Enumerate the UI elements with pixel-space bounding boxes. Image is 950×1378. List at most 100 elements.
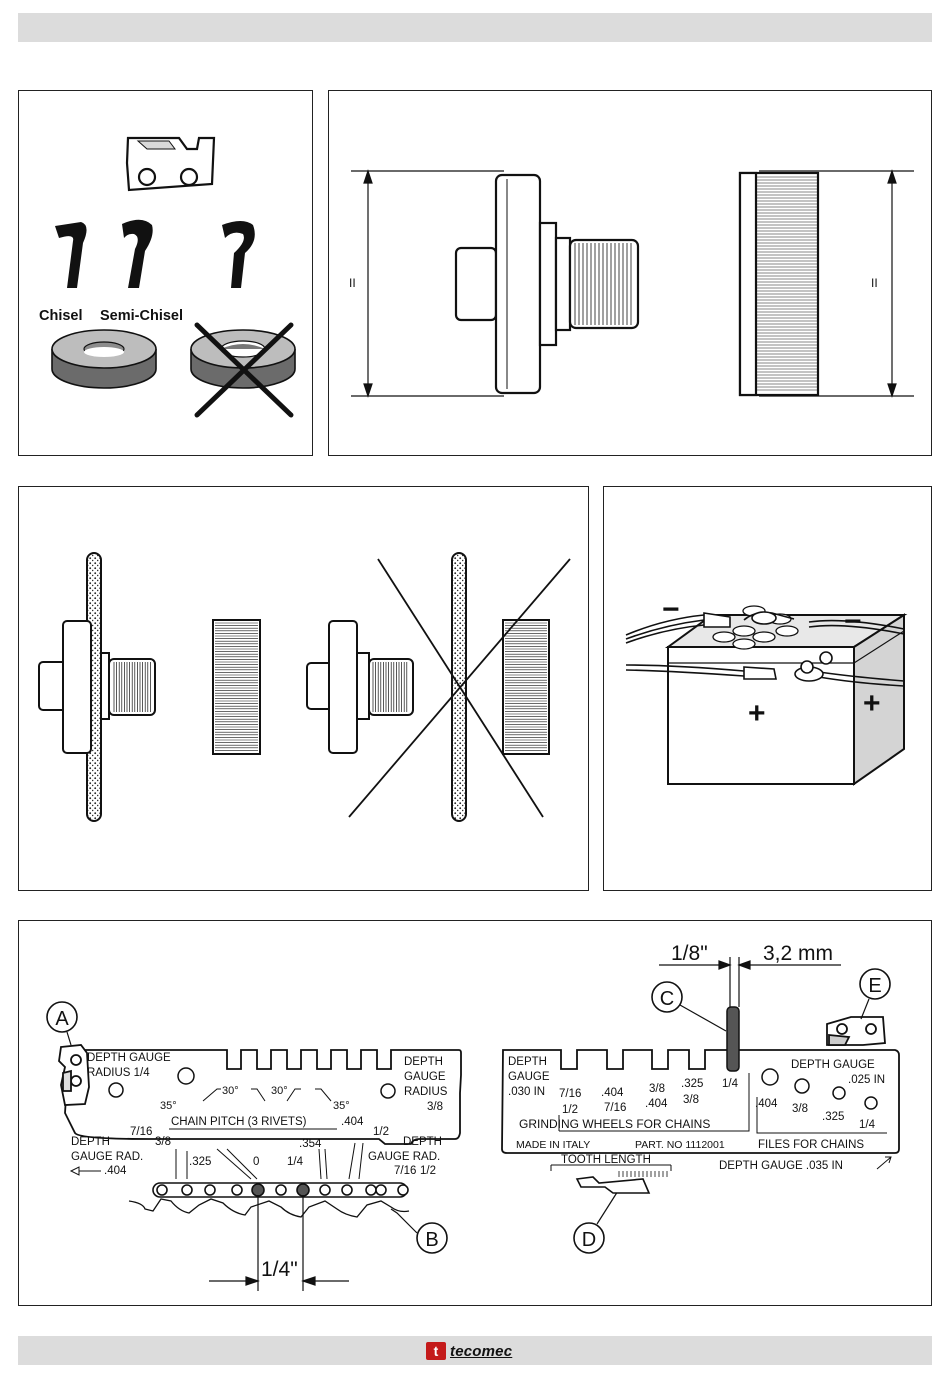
chain-link-icon [125,136,216,192]
rg-w-404: .404 [601,1087,624,1099]
callout-d: D [582,1229,596,1251]
semichisel-profile-icon [122,219,153,288]
pitch-ticks [175,1142,364,1180]
dim-mm: 3,2 mm [763,942,833,965]
wheel-flange-icon [454,173,640,395]
tooth-length-label: TOOTH LENGTH [561,1154,651,1166]
rg-w-716-a: 7/16 [559,1088,581,1100]
rg-w-325: .325 [681,1078,703,1090]
pitch-354: .354 [299,1138,322,1150]
negative-sign-right: − [844,605,862,638]
parallel-mark-left: II [349,276,356,290]
pitch-12: 1/2 [373,1126,389,1138]
brand-logo-icon: t [426,1342,446,1360]
chain-pitch-label: CHAIN PITCH (3 RIVETS) [171,1116,307,1128]
pitch-325: .325 [189,1156,211,1168]
chain-rivets-icon [152,1182,409,1198]
dimension-right [759,169,914,398]
left-gauge-plate [64,1049,462,1145]
rg-w-716-b: 7/16 [604,1102,626,1114]
dg-radius-38-d: 3/8 [427,1101,443,1113]
pitch-0: 0 [253,1156,259,1168]
arrow-marker-right [876,1156,892,1170]
files-for-chains: FILES FOR CHAINS [758,1139,864,1151]
dimension-left [351,169,504,398]
right-gauge-holes [761,1068,878,1110]
eighth-inch-dimension [659,957,841,1007]
dg-radius-14-a: DEPTH GAUGE [87,1052,171,1064]
files-bracket [756,1097,887,1134]
callout-a-leader [66,1031,72,1046]
cross-out-icon [194,322,294,418]
dg-rad-left-b: GAUGE RAD. [71,1151,143,1163]
wheel-grain-lines [757,176,817,391]
rg-w-38-a: 3/8 [649,1083,665,1095]
callout-a: A [55,1008,69,1030]
wrong-assembly-icon [306,552,550,822]
callout-b-circle [416,1222,448,1254]
brand-name: tecomec [450,1342,513,1360]
rg-w-12: 1/2 [562,1104,578,1116]
dim-quarter-inch: 1/4" [261,1258,298,1281]
dg-radius-14-b: RADIUS 1/4 [87,1067,150,1079]
quarter-inch-dimension [209,1195,349,1291]
panel-wheel-mounting [18,486,589,891]
callout-a-circle [46,1001,78,1033]
footer-bar [18,1336,932,1365]
dg-radius-38-a: DEPTH [404,1056,443,1068]
dg-radius-38-c: RADIUS [404,1086,448,1098]
dg-rad-right-a: DEPTH [403,1136,442,1148]
left-gauge-holes [108,1067,396,1099]
rg-dg-030-b: GAUGE [508,1071,550,1083]
grinding-wheels-label: GRINDING WHEELS FOR CHAINS [519,1117,710,1131]
part-no: PART. NO 1112001 [635,1139,725,1151]
panel-battery: − − + + [603,486,932,891]
positive-sign-front: + [748,697,766,730]
callout-c-leader [679,1004,727,1032]
wheel-edge-a [212,619,261,755]
angle-30-right: 30° [271,1085,288,1097]
dg-rad-right-d: 1/2 [420,1165,436,1177]
callout-e-circle [859,968,891,1000]
semichisel-label: Semi-Chisel [100,308,183,324]
panel-gauges: DEPTH GAUGE RADIUS 1/4 DEPTH GAUGE RADIU… [18,920,932,1306]
callout-c-circle [651,981,683,1013]
pitch-716: 7/16 [130,1126,152,1138]
thread-lines-b [372,662,408,712]
made-in-italy: MADE IN ITALY [516,1139,590,1151]
angle-35-right: 35° [333,1100,350,1112]
grinding-wheel-correct-icon [51,329,157,389]
callout-b: B [425,1229,438,1251]
panel-cutter-types: Chisel Semi-Chisel [18,90,313,456]
rg-dg-025-a: DEPTH GAUGE [791,1059,875,1071]
callout-e-leader [860,998,870,1020]
dim-eighth-inch: 1/8" [671,942,708,965]
rg-dg-025-b: .025 IN [848,1074,885,1086]
battery-cells-icon [712,605,799,650]
callout-e: E [868,975,881,997]
rg-dg-030-a: DEPTH [508,1056,547,1068]
rg-f-14: 1/4 [859,1119,876,1131]
angle-35-left: 35° [160,1100,177,1112]
header-bar [18,13,932,42]
rg-f-404: .404 [755,1098,778,1110]
callout-b-leader [390,1208,418,1234]
tooth-length-ticks [618,1171,668,1177]
depth-blade-icon [726,1006,740,1072]
rg-dg-030-c: .030 IN [508,1086,545,1098]
dg-rad-left-c: .404 [104,1165,127,1177]
panel-wheel-flange: II [328,90,932,456]
grain-b [505,622,547,751]
negative-cable-icon [625,611,905,644]
chain-tooth-a-icon [58,1044,90,1106]
rg-w-404-b: .404 [645,1098,668,1110]
tooth-length-bracket [550,1164,672,1171]
chisel-label: Chisel [39,308,83,324]
pitch-404: .404 [341,1116,364,1128]
chain-links-outline [128,1198,410,1218]
grain-a [215,622,258,751]
dg-rad-left-a: DEPTH [71,1136,110,1148]
rg-w-14: 1/4 [722,1078,739,1090]
brand-logo: t tecomec [426,1341,512,1361]
angle-guide-lines [202,1088,332,1102]
